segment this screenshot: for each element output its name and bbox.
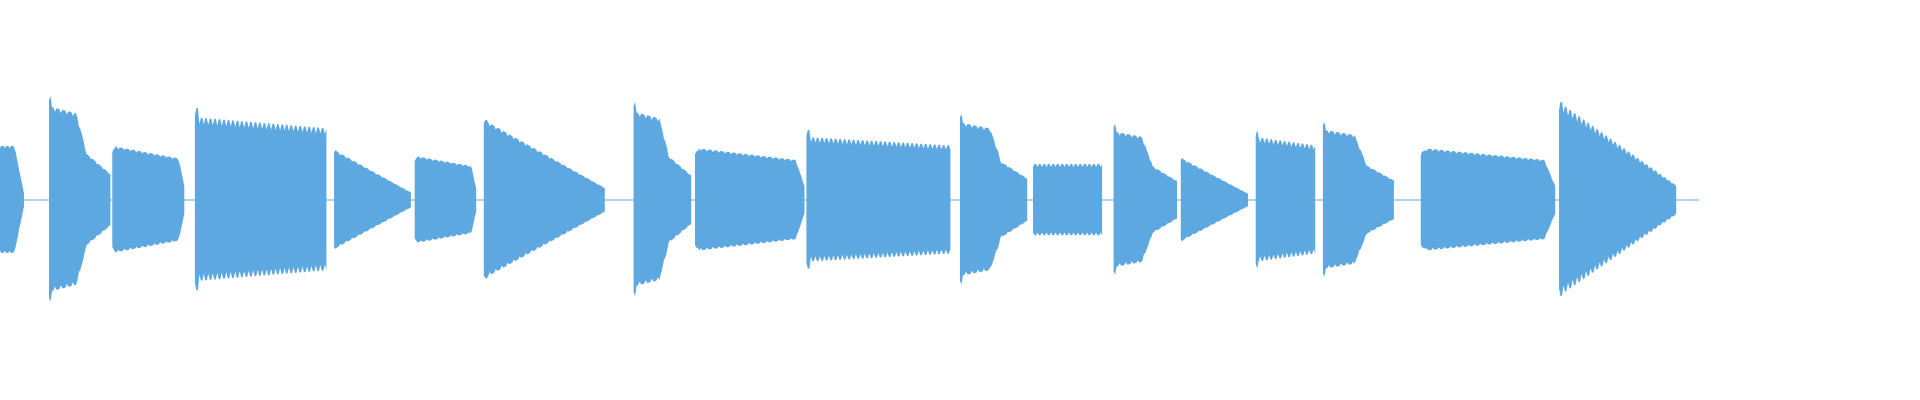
waveform-note-18 (1559, 102, 1677, 296)
waveform-note-12 (1033, 164, 1103, 236)
waveform-note-1 (0, 146, 24, 253)
waveform-note-7 (483, 120, 605, 279)
waveform-note-10 (806, 130, 951, 269)
waveform-note-13 (1113, 124, 1177, 275)
waveform-note-9 (695, 148, 805, 251)
waveform-note-14 (1180, 158, 1248, 242)
waveform-note-5 (334, 150, 411, 249)
waveform-note-8 (633, 102, 692, 296)
waveform-note-17 (1420, 148, 1556, 251)
waveform-note-11 (960, 114, 1028, 285)
waveform-note-2 (49, 96, 111, 302)
waveform-notes (0, 96, 1677, 302)
waveform-note-15 (1255, 130, 1316, 269)
waveform-note-6 (414, 156, 477, 243)
waveform-note-3 (112, 146, 185, 253)
waveform-note-4 (194, 108, 327, 291)
waveform-note-16 (1322, 122, 1394, 277)
